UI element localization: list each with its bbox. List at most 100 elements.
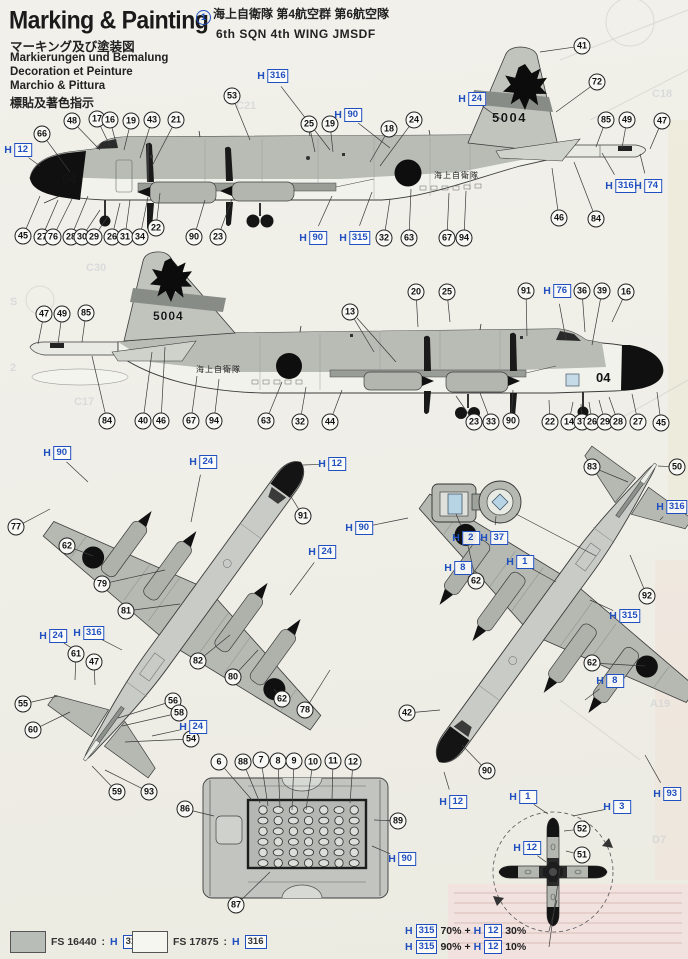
nose-code: 04: [62, 171, 77, 186]
fuselage-title: 海上自衛隊: [434, 170, 479, 180]
nose-code-2: 04: [596, 370, 611, 385]
callout-27: 27: [629, 413, 647, 431]
callout-60: 60: [24, 721, 42, 739]
page-title: Marking & Painting: [9, 6, 209, 35]
callout-33: 33: [482, 413, 500, 431]
tail-code-2: 5004: [153, 309, 184, 323]
callout-49: 49: [618, 111, 636, 129]
callout-43: 43: [143, 111, 161, 129]
callout-47: 47: [653, 112, 671, 130]
callout-76: 76: [44, 228, 62, 246]
callout-66: 66: [33, 125, 51, 143]
callout-62: 62: [273, 690, 291, 708]
fuselage-title-2: 海上自衛隊: [196, 364, 241, 374]
callout-94: 94: [455, 229, 473, 247]
subtitle-german: Markierungen und Bemalung: [10, 52, 169, 64]
scheme-title-en: 6th SQN 4th WING JMSDF: [216, 27, 376, 41]
callout-91: 91: [517, 282, 535, 300]
callout-80: 80: [224, 668, 242, 686]
callout-92: 92: [638, 587, 656, 605]
callout-22: 22: [147, 219, 165, 237]
callout-84: 84: [98, 412, 116, 430]
tail-code: 5004: [492, 110, 527, 125]
hinomaru-roundel: [394, 159, 422, 187]
callout-82: 82: [189, 652, 207, 670]
callout-47: 47: [85, 653, 103, 671]
callout-18: 18: [380, 120, 398, 138]
callout-10: 10: [304, 753, 322, 771]
callout-21: 21: [167, 111, 185, 129]
side-view-starboard: 5004 04 海上自衛隊: [29, 251, 664, 419]
sonobuoy-detail: [202, 777, 389, 899]
callout-63: 63: [400, 229, 418, 247]
callout-36: 36: [573, 282, 591, 300]
callout-16: 16: [101, 111, 119, 129]
callout-47: 47: [35, 305, 53, 323]
callout-23: 23: [209, 228, 227, 246]
callout-6: 6: [210, 753, 228, 771]
callout-9: 9: [285, 752, 303, 770]
callout-90: 90: [185, 228, 203, 246]
color-swatch-gray: [10, 931, 46, 953]
callout-13: 13: [341, 303, 359, 321]
callout-81: 81: [117, 602, 135, 620]
callout-22: 22: [541, 413, 559, 431]
callout-25: 25: [300, 115, 318, 133]
callout-85: 85: [597, 111, 615, 129]
callout-62: 62: [58, 537, 76, 555]
hinomaru-roundel: [276, 353, 302, 379]
callout-23: 23: [465, 413, 483, 431]
callout-28: 28: [609, 413, 627, 431]
callout-78: 78: [296, 701, 314, 719]
callout-79: 79: [93, 575, 111, 593]
callout-40: 40: [134, 412, 152, 430]
callout-52: 52: [573, 820, 591, 838]
callout-63: 63: [257, 412, 275, 430]
callout-19: 19: [122, 112, 140, 130]
callout-83: 83: [583, 458, 601, 476]
callout-12: 12: [344, 753, 362, 771]
callout-24: 24: [405, 111, 423, 129]
callout-62: 62: [467, 572, 485, 590]
callout-55: 55: [14, 695, 32, 713]
callout-50: 50: [668, 458, 686, 476]
callout-20: 20: [407, 283, 425, 301]
callout-58: 58: [170, 704, 188, 722]
callout-7: 7: [252, 751, 270, 769]
callout-45: 45: [14, 227, 32, 245]
callout-85: 85: [77, 304, 95, 322]
callout-53: 53: [223, 87, 241, 105]
subtitle-italian: Marchio & Pittura: [10, 80, 106, 92]
subtitle-chinese: 標貼及著色指示: [10, 96, 95, 110]
callout-34: 34: [131, 228, 149, 246]
